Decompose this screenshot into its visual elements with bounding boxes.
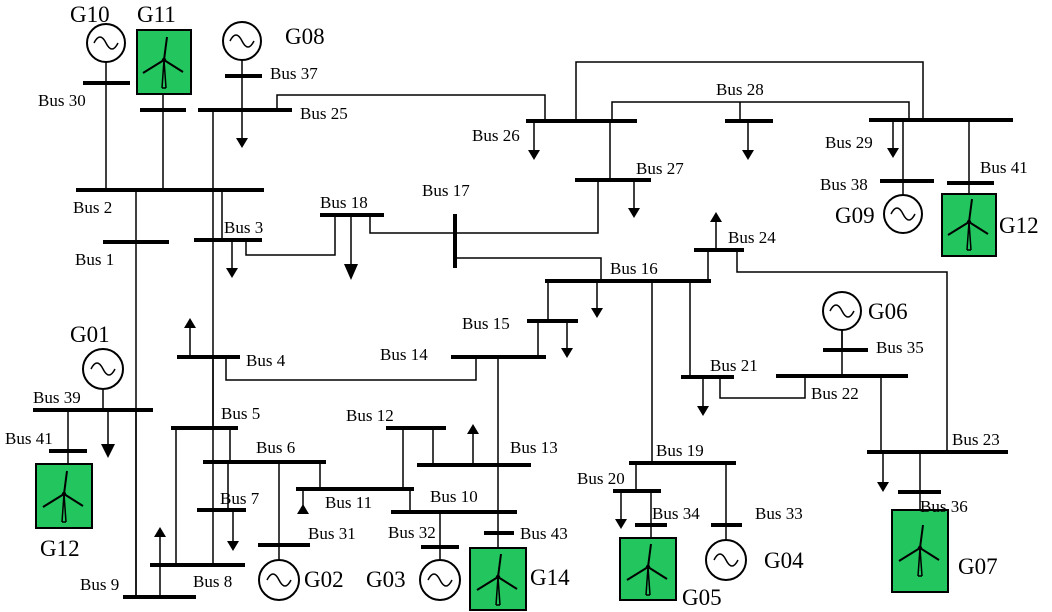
label-bus-30: Bus 30 xyxy=(38,91,86,110)
label-bus-2: Bus 2 xyxy=(73,198,112,217)
label-bus-36: Bus 36 xyxy=(920,497,968,516)
label-bus-33: Bus 33 xyxy=(755,504,803,523)
label-bus-4: Bus 4 xyxy=(246,351,286,370)
load-arrow-bus-29 xyxy=(887,120,899,158)
label-bus-12: Bus 12 xyxy=(346,406,394,425)
generator-g06-icon xyxy=(822,291,862,331)
wind-turbine-g14-icon xyxy=(469,547,527,611)
label-bus-32: Bus 32 xyxy=(388,523,436,542)
gen-arrow-bus-12 xyxy=(467,424,479,465)
label-bus-7: Bus 7 xyxy=(220,489,260,508)
label-bus-15: Bus 15 xyxy=(462,314,510,333)
label-bus-8: Bus 8 xyxy=(193,572,232,591)
bus-labels: Bus 30 Bus 37 Bus 25 Bus 2 Bus 1 Bus 3 B… xyxy=(5,64,1028,594)
label-bus-17: Bus 17 xyxy=(422,181,470,200)
label-bus-38: Bus 38 xyxy=(820,175,868,194)
label-g12-left: G12 xyxy=(40,536,80,561)
label-bus-6: Bus 6 xyxy=(256,438,295,457)
label-g04: G04 xyxy=(764,548,804,573)
label-bus-24: Bus 24 xyxy=(728,228,776,247)
transmission-lines xyxy=(67,61,970,597)
label-bus-25: Bus 25 xyxy=(300,104,348,123)
wind-turbines xyxy=(35,29,997,611)
label-bus-28: Bus 28 xyxy=(716,80,764,99)
load-arrow-bus-25 xyxy=(236,110,248,148)
generator-g04-icon xyxy=(705,539,747,581)
label-g08: G08 xyxy=(285,24,325,49)
load-arrow-bus-23 xyxy=(877,452,889,492)
label-bus-39: Bus 39 xyxy=(33,388,81,407)
load-arrow-bus-16 xyxy=(591,281,603,318)
load-arrow-bus-26 xyxy=(528,121,540,160)
label-bus-41-right: Bus 41 xyxy=(980,158,1028,177)
loads xyxy=(101,110,899,565)
label-bus-16: Bus 16 xyxy=(610,259,658,278)
label-g01: G01 xyxy=(70,322,110,347)
generator-g02-icon xyxy=(258,559,300,601)
generator-g10-icon xyxy=(86,23,126,63)
load-arrow-bus-7 xyxy=(227,510,239,551)
wind-turbine-g05-icon xyxy=(619,537,677,601)
label-bus-11: Bus 11 xyxy=(325,493,372,512)
label-bus-22: Bus 22 xyxy=(811,384,859,403)
label-bus-3: Bus 3 xyxy=(224,218,263,237)
label-g10: G10 xyxy=(70,2,110,27)
load-arrow-bus-3 xyxy=(226,240,238,278)
label-bus-34: Bus 34 xyxy=(652,504,700,523)
label-g05: G05 xyxy=(682,585,722,610)
label-bus-21: Bus 21 xyxy=(710,356,758,375)
label-bus-35: Bus 35 xyxy=(876,338,924,357)
load-arrow-bus-28 xyxy=(742,121,754,160)
label-bus-43: Bus 43 xyxy=(520,524,568,543)
label-bus-10: Bus 10 xyxy=(430,487,478,506)
label-bus-41-left: Bus 41 xyxy=(5,429,53,448)
generator-g03-icon xyxy=(419,559,461,601)
load-arrow-bus-15 xyxy=(561,321,573,358)
label-g07: G07 xyxy=(958,554,998,579)
label-bus-23: Bus 23 xyxy=(952,430,1000,449)
label-bus-37: Bus 37 xyxy=(270,64,318,83)
gen-arrow-bus-8 xyxy=(154,527,166,565)
label-bus-5: Bus 5 xyxy=(221,404,260,423)
label-bus-19: Bus 19 xyxy=(656,441,704,460)
label-g11: G11 xyxy=(137,2,176,27)
label-g09: G09 xyxy=(835,203,875,228)
load-arrow-bus-39 xyxy=(101,410,115,458)
bus-bars xyxy=(33,74,1013,599)
wind-turbine-g12-left-icon xyxy=(35,463,93,529)
label-g03: G03 xyxy=(366,567,406,592)
label-bus-13: Bus 13 xyxy=(510,438,558,457)
load-arrow-bus-20 xyxy=(615,491,627,529)
label-bus-27: Bus 27 xyxy=(636,159,684,178)
label-bus-26: Bus 26 xyxy=(472,126,520,145)
label-bus-9: Bus 9 xyxy=(80,575,119,594)
generator-labels: G10 G11 G08 G01 G12 G02 G03 G14 G05 G04 … xyxy=(40,2,1039,610)
generator-g01-icon xyxy=(82,348,124,390)
wind-turbine-g07-icon xyxy=(891,509,949,593)
label-bus-31: Bus 31 xyxy=(308,524,356,543)
label-g14: G14 xyxy=(530,565,570,590)
load-arrow-bus-18 xyxy=(344,215,358,280)
label-bus-18: Bus 18 xyxy=(320,193,368,212)
wind-turbine-g11-icon xyxy=(136,29,192,95)
gen-arrow-bus-11 xyxy=(297,489,309,514)
wind-turbine-g12-right-icon xyxy=(941,193,997,257)
generator-connections xyxy=(67,60,970,560)
load-arrow-bus-27 xyxy=(628,180,640,218)
label-g02: G02 xyxy=(304,567,344,592)
generators xyxy=(82,21,923,601)
label-g12-right: G12 xyxy=(999,213,1039,238)
label-bus-14: Bus 14 xyxy=(380,345,428,364)
label-bus-29: Bus 29 xyxy=(825,133,873,152)
generator-g09-icon xyxy=(883,194,923,234)
label-g06: G06 xyxy=(868,299,908,324)
load-arrow-bus-21 xyxy=(697,377,709,416)
gen-arrow-bus-4 xyxy=(184,318,196,357)
generator-g08-icon xyxy=(222,21,262,61)
label-bus-20: Bus 20 xyxy=(577,469,625,488)
label-bus-1: Bus 1 xyxy=(75,250,114,269)
gen-arrow-bus-24 xyxy=(710,212,722,250)
